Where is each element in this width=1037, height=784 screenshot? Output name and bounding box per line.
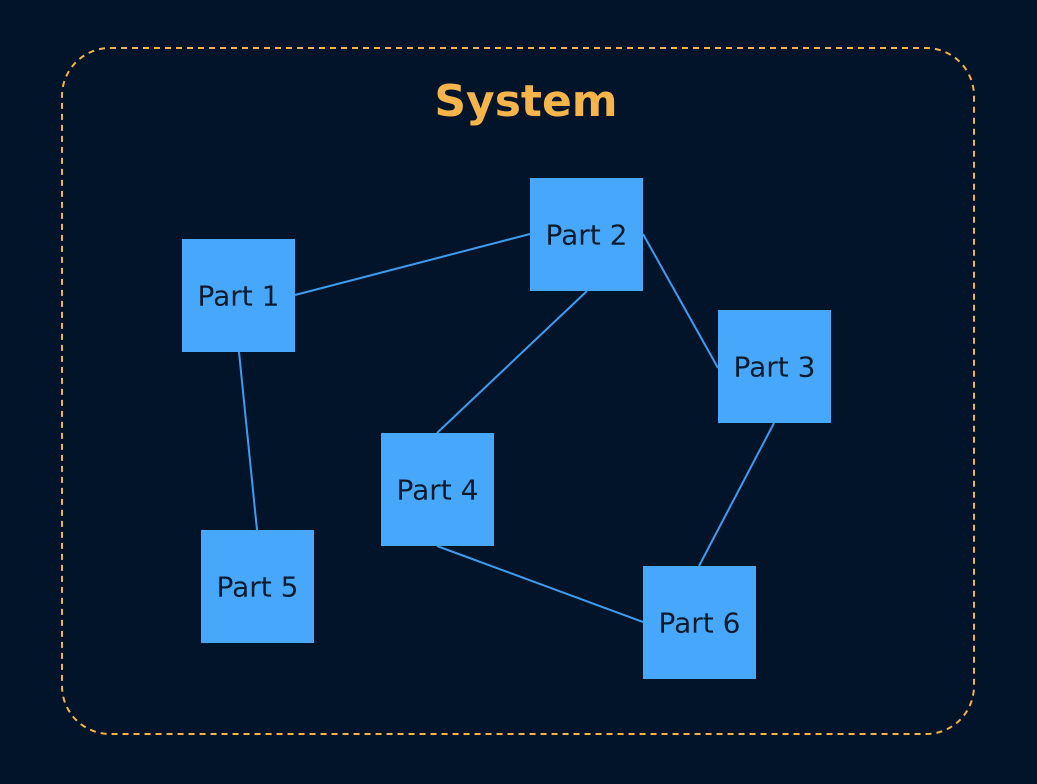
system-boundary	[61, 47, 975, 735]
edges-layer	[238, 233, 775, 623]
node-part-6: Part 6	[643, 566, 756, 679]
node-part-2: Part 2	[530, 178, 643, 291]
node-part-3: Part 3	[718, 310, 831, 423]
node-box	[381, 433, 494, 546]
edge-p2-p4	[436, 290, 588, 434]
node-label: Part 1	[198, 280, 280, 313]
system-title: System	[434, 76, 617, 127]
node-box	[643, 566, 756, 679]
edge-p4-p6	[436, 545, 644, 623]
node-box	[718, 310, 831, 423]
edge-p3-p6	[698, 422, 775, 567]
node-part-1: Part 1	[182, 239, 295, 352]
edge-p2-p3	[642, 233, 719, 369]
node-label: Part 5	[217, 571, 299, 604]
node-label: Part 3	[734, 351, 816, 384]
node-part-5: Part 5	[201, 530, 314, 643]
node-label: Part 6	[659, 607, 741, 640]
node-part-4: Part 4	[381, 433, 494, 546]
node-label: Part 2	[546, 219, 628, 252]
edge-p1-p2	[294, 233, 531, 296]
node-box	[530, 178, 643, 291]
node-box	[201, 530, 314, 643]
nodes-layer: Part 1 Part 2 Part 3 Part 4 Part 5 Part 6	[182, 178, 831, 679]
edge-p1-p5	[238, 351, 258, 531]
node-label: Part 4	[397, 474, 479, 507]
node-box	[182, 239, 295, 352]
